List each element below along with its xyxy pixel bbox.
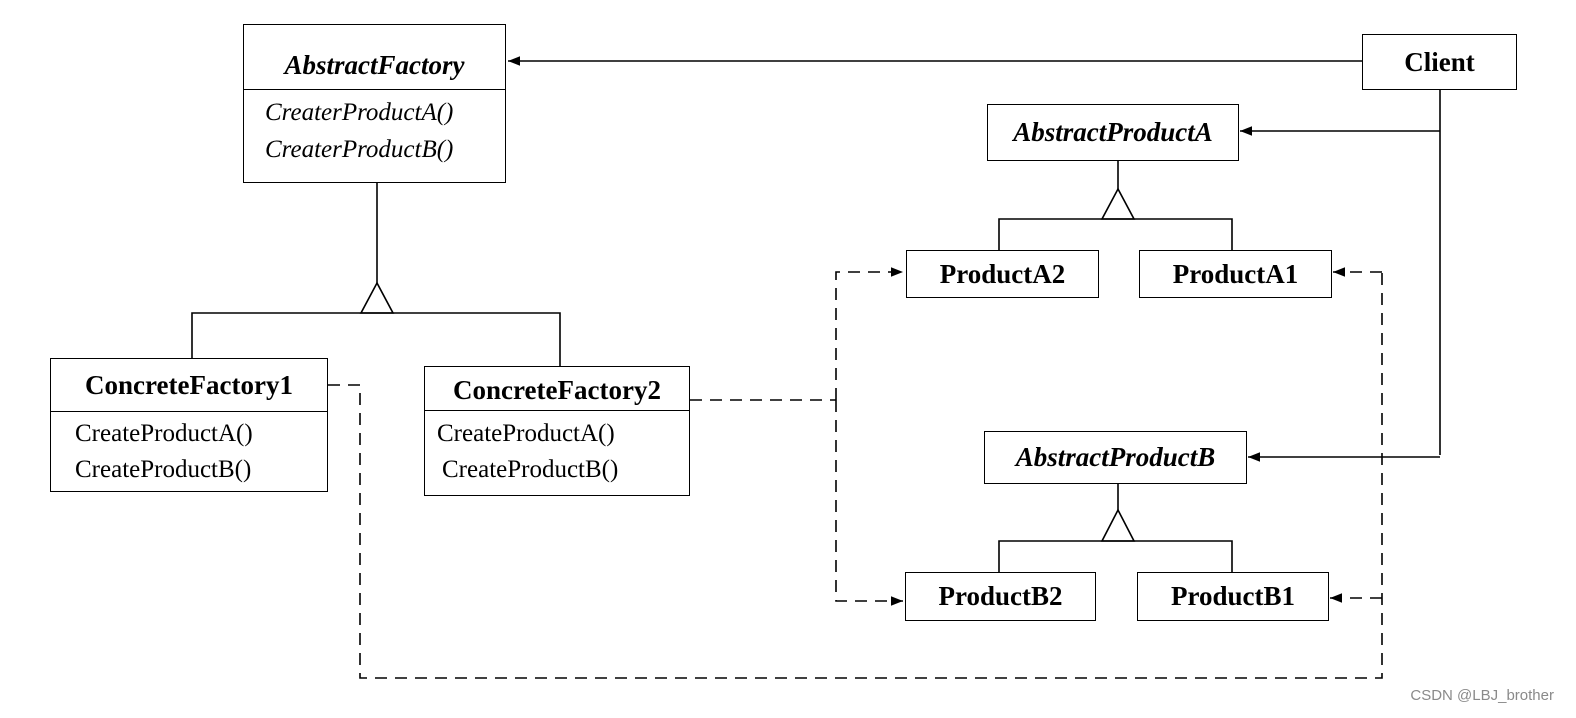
concrete-factory-1-divider	[51, 411, 327, 412]
concrete-factory-2-operation-a: CreateProductA()	[437, 420, 615, 447]
concrete-factory-1-class: ConcreteFactory1 CreateProductA() Create…	[50, 358, 328, 492]
abstract-product-a-name: AbstractProductA	[1013, 117, 1213, 147]
product-b1-class: ProductB1	[1137, 572, 1329, 621]
watermark: CSDN @LBJ_brother	[1410, 687, 1554, 704]
abstract-factory-operation-a: CreaterProductA()	[265, 99, 454, 126]
inheritance-triangle-product-a	[1100, 187, 1136, 220]
product-b2-name: ProductB2	[938, 581, 1063, 611]
dependency-concrete-factory-2-to-product-b2	[835, 400, 903, 606]
product-a2-class: ProductA2	[906, 250, 1099, 298]
concrete-factory-2-class: ConcreteFactory2 CreateProductA() Create…	[424, 366, 690, 496]
abstract-factory-name: AbstractFactory	[284, 50, 465, 80]
abstract-factory-operation-b: CreaterProductB()	[265, 136, 454, 163]
dependency-concrete-factory-1-path	[328, 272, 1383, 679]
product-a1-name: ProductA1	[1172, 258, 1299, 289]
abstract-factory-divider	[244, 89, 505, 90]
client-name: Client	[1404, 46, 1475, 77]
product-b1-name: ProductB1	[1170, 581, 1295, 611]
concrete-factory-1-operation-b: CreateProductB()	[75, 456, 252, 483]
inheritance-triangle-product-b	[1100, 508, 1136, 542]
client-class: Client	[1362, 34, 1517, 90]
inheritance-branch-product-a	[998, 218, 1233, 250]
abstract-product-b-name: AbstractProductB	[1015, 442, 1216, 472]
inheritance-branch-product-b	[998, 540, 1233, 572]
concrete-factory-1-operation-a: CreateProductA()	[75, 420, 253, 447]
abstract-product-a-class: AbstractProductA	[987, 104, 1239, 161]
concrete-factory-2-name: ConcreteFactory2	[453, 375, 661, 405]
inheritance-triangle-factory	[359, 281, 395, 314]
concrete-factory-2-divider	[425, 410, 689, 411]
product-a1-class: ProductA1	[1139, 250, 1332, 298]
abstract-product-b-class: AbstractProductB	[984, 431, 1247, 484]
product-a2-name: ProductA2	[939, 258, 1066, 289]
concrete-factory-2-operation-b: CreateProductB()	[442, 456, 619, 483]
product-b2-class: ProductB2	[905, 572, 1096, 621]
abstract-factory-class: AbstractFactory CreaterProductA() Create…	[243, 24, 506, 183]
concrete-factory-1-name: ConcreteFactory1	[85, 370, 293, 400]
dependency-concrete-factory-2-to-product-a2	[835, 267, 903, 400]
inheritance-branch-factory	[191, 312, 561, 366]
